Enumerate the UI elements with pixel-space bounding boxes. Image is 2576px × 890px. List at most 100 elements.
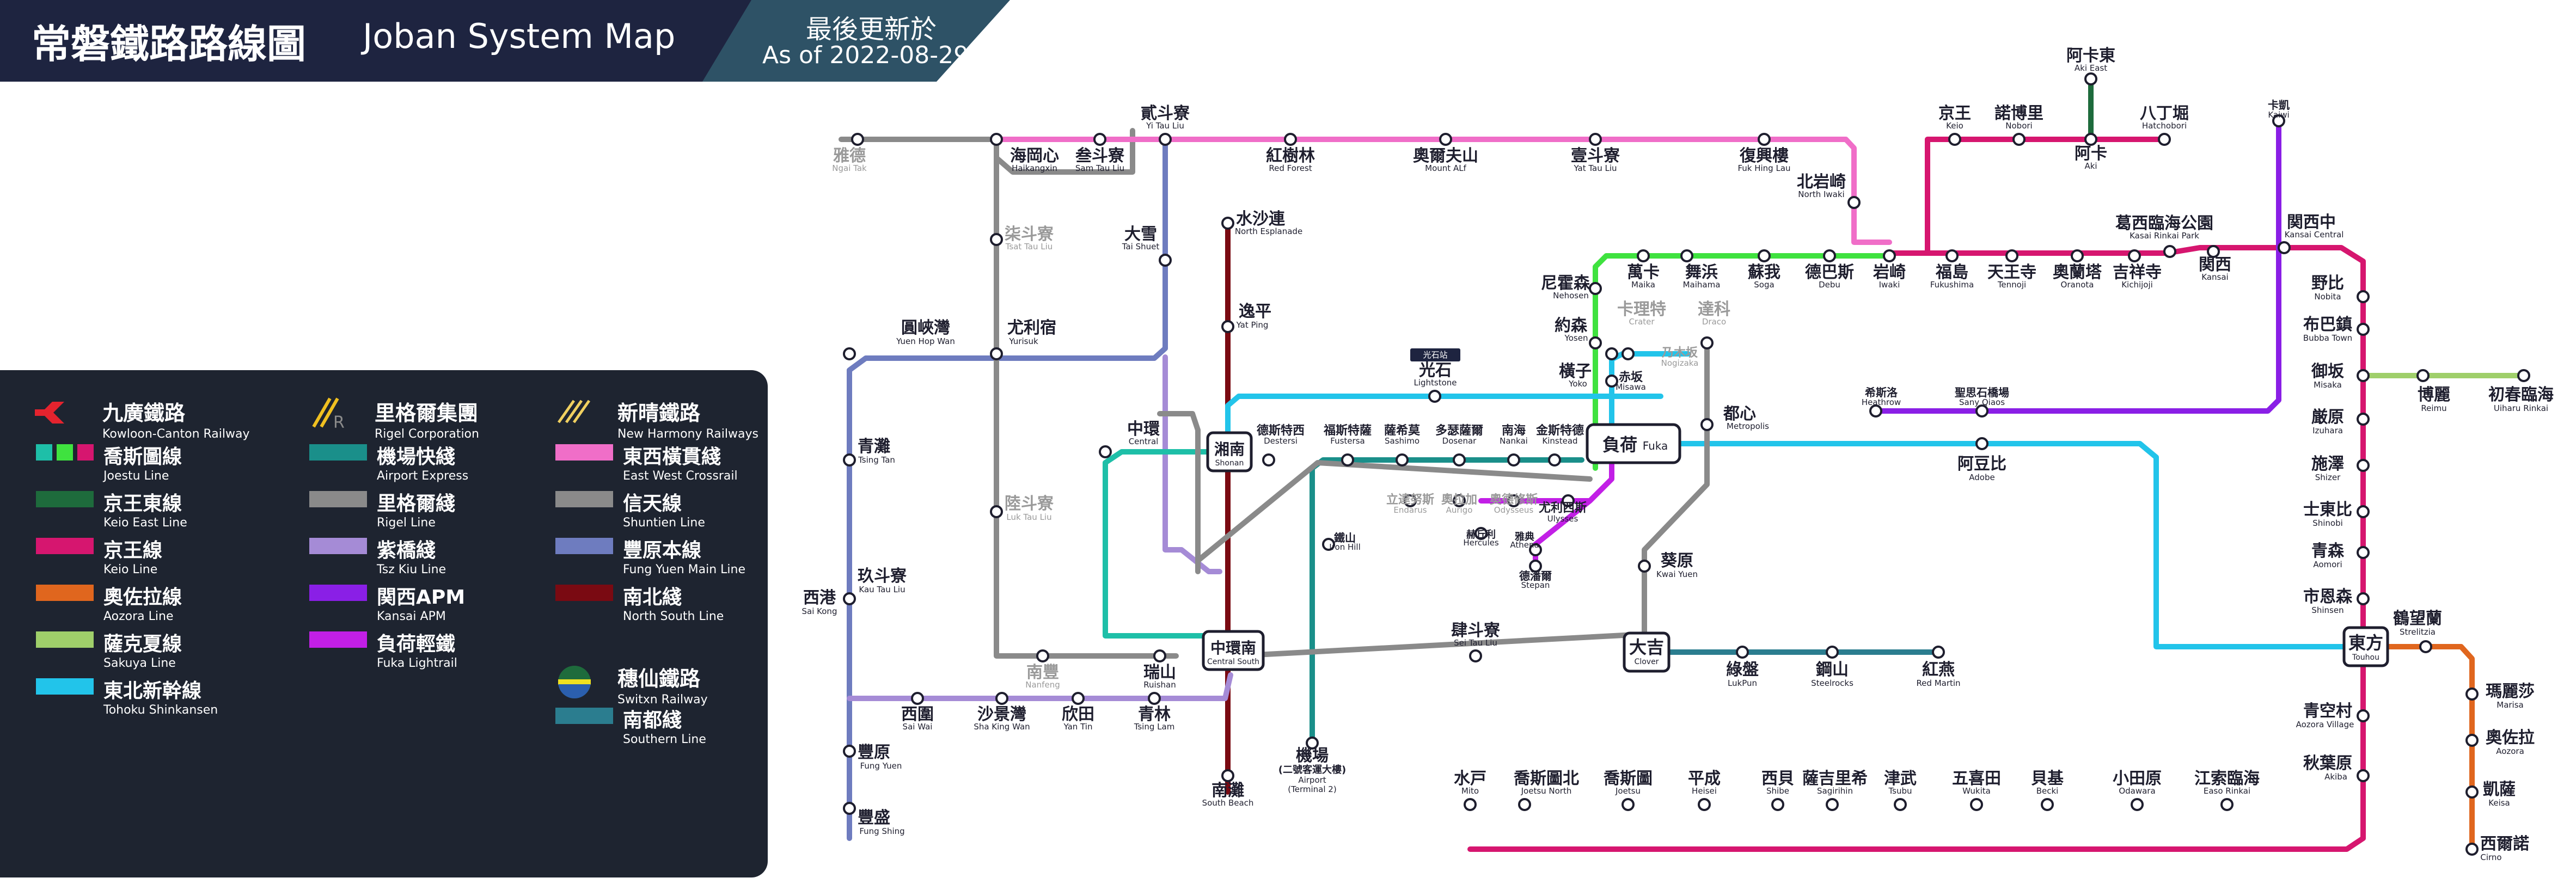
station-yurisuk-en: Yurisuk bbox=[1008, 336, 1038, 346]
station-joetsu-en: Joetsu bbox=[1615, 786, 1641, 796]
legend-airport-en: Airport Express bbox=[377, 469, 469, 483]
station-fung-shing: 豐盛 bbox=[858, 808, 890, 827]
operator-rigel: 里格爾集團 Rigel Corporation bbox=[375, 396, 479, 441]
station-shizer: 施澤 bbox=[2311, 455, 2344, 474]
station-tsing-lam: 青林 bbox=[1138, 705, 1171, 724]
station-yoko-en: Yoko bbox=[1568, 379, 1587, 389]
station-crater-en: Crater bbox=[1629, 317, 1655, 327]
legend-kansai-apm-zh: 関西APM bbox=[377, 586, 466, 609]
station-kansai-en: Kansai bbox=[2201, 272, 2228, 282]
station-marisa-en: Marisa bbox=[2497, 700, 2523, 710]
station-strelitzia: 鶴望蘭 bbox=[2393, 609, 2442, 628]
legend-north-south-en: North South Line bbox=[623, 610, 724, 623]
station-luk-tau-liu: 陸斗寮 bbox=[1005, 494, 1054, 513]
station-aki-en: Aki bbox=[2084, 161, 2097, 171]
legend-aozora-swatch bbox=[36, 585, 94, 601]
station-tennoji-en: Tennoji bbox=[1997, 280, 2026, 290]
station-keisa-en: Keisa bbox=[2488, 798, 2510, 808]
station-kwai-yuen-en: Kwai Yuen bbox=[1656, 569, 1698, 579]
station-sai-kong: 西港 bbox=[803, 588, 836, 607]
legend-rigel-zh: 里格爾綫 bbox=[377, 493, 456, 515]
station-fukushima: 福島 bbox=[1935, 263, 1968, 282]
station-nehosen: 尼霍森 bbox=[1541, 274, 1590, 293]
station-joetsu-north: 喬斯圖北 bbox=[1514, 769, 1579, 788]
station-fuk-hing-lau-en: Fuk Hing Lau bbox=[1737, 163, 1790, 173]
station-yosen-en: Yosen bbox=[1564, 333, 1588, 343]
station-heathrow: 希斯洛 bbox=[1865, 386, 1898, 399]
line-south-loop bbox=[847, 672, 1233, 701]
station-easo-rinkai-en: Easo Rinkai bbox=[2204, 786, 2250, 796]
station-haikangxin-en: Haikangxin bbox=[1012, 163, 1057, 173]
station-shinsen: 市恩森 bbox=[2303, 587, 2353, 606]
station-uiharu-en: Uiharu Rinkai bbox=[2494, 403, 2548, 413]
station-endarus-en: Endarus bbox=[1393, 505, 1427, 515]
station-touhou-en: Touhou bbox=[2352, 653, 2379, 662]
station-steelrocks: 鋼山 bbox=[1816, 660, 1849, 679]
legend-aozora-text: 奧佐拉線 Aozora Line bbox=[103, 581, 182, 623]
station-nankai-en: Nankai bbox=[1500, 436, 1528, 446]
station-shizer-en: Shizer bbox=[2315, 472, 2341, 482]
legend-rigel-en: Rigel Line bbox=[377, 516, 436, 530]
station-tsubu-en: Tsubu bbox=[1888, 786, 1912, 796]
operator-switxn-en: Switxn Railway bbox=[617, 693, 708, 707]
station-kansai: 関西 bbox=[2199, 255, 2231, 274]
line-fung-yuen-main bbox=[847, 137, 1168, 841]
station-sai-kong-en: Sai Kong bbox=[802, 606, 837, 616]
station-aozora: 奧佐拉 bbox=[2486, 728, 2535, 747]
station-nobita: 野比 bbox=[2311, 274, 2344, 293]
legend-southern-text: 南都綫 Southern Line bbox=[623, 704, 706, 746]
station-metropolis-en: Metropolis bbox=[1727, 421, 1769, 431]
station-misaka: 御坂 bbox=[2311, 362, 2344, 381]
station-hercules: 赫丘利 bbox=[1466, 529, 1496, 541]
station-joetsu-north-en: Joetsu North bbox=[1521, 786, 1572, 796]
station-ngai-tak-en: Ngai Tak bbox=[832, 163, 867, 173]
legend-fung-yuen-text: 豐原本線 Fung Yuen Main Line bbox=[623, 535, 745, 576]
station-sha-king-wan-en: Sha King Wan bbox=[974, 722, 1030, 732]
station-odawara-en: Odawara bbox=[2119, 786, 2155, 796]
station-draco: 達科 bbox=[1698, 300, 1730, 319]
legend-joestu-swatch-b bbox=[57, 444, 73, 461]
station-lightstone: 光石 bbox=[1419, 361, 1452, 380]
station-airport: 機場 bbox=[1296, 746, 1329, 765]
operator-nhr-zh: 新晴鐵路 bbox=[617, 401, 701, 425]
station-wukita-en: Wukita bbox=[1962, 786, 1991, 796]
station-sha-king-wan: 沙景灣 bbox=[977, 705, 1026, 724]
legend-fuka-swatch bbox=[309, 631, 367, 648]
station-tsing-tan-en: Tsing Tan bbox=[858, 455, 895, 465]
legend-crossrail-en: East West Crossrail bbox=[623, 469, 738, 483]
legend-fung-yuen-swatch bbox=[555, 538, 613, 554]
station-fuka: 負荷 bbox=[1602, 434, 1637, 455]
station-odysseus-en: Odysseus bbox=[1494, 505, 1534, 515]
station-dosenar: 多瑟薩爾 bbox=[1435, 423, 1483, 438]
station-bubba-town: 布巴鎮 bbox=[2303, 315, 2352, 334]
interchange-shonan bbox=[1206, 431, 1253, 472]
station-nankai: 南海 bbox=[1502, 423, 1526, 438]
station-central: 中環 bbox=[1127, 420, 1160, 439]
station-sam-tau-liu: 叁斗寮 bbox=[1075, 146, 1125, 165]
legend-keio-east-swatch bbox=[36, 491, 94, 507]
station-destersi-en: Destersi bbox=[1264, 436, 1298, 446]
station-kichijoji: 吉祥寺 bbox=[2113, 263, 2162, 282]
operator-switxn: 穗仙鐵路 Switxn Railway bbox=[617, 662, 708, 707]
station-endarus: 立達努斯 bbox=[1386, 493, 1434, 507]
line-keio-b bbox=[1467, 245, 2366, 852]
legend-joestu-text: 喬斯圖線 Joestu Line bbox=[103, 441, 182, 483]
station-yat-ping-en: Yat Ping bbox=[1236, 320, 1269, 330]
station-sai-wai-en: Sai Wai bbox=[903, 722, 933, 732]
station-kau-tau-liu-en: Kau Tau Liu bbox=[859, 585, 905, 594]
station-maika-en: Maika bbox=[1631, 280, 1655, 290]
station-nanfeng: 南豐 bbox=[1026, 663, 1059, 682]
station-strelitzia-en: Strelitzia bbox=[2400, 627, 2436, 637]
line-crossrail bbox=[994, 137, 1892, 245]
station-fukushima-en: Fukushima bbox=[1930, 280, 1974, 290]
legend-tohoku-en: Tohoku Shinkansen bbox=[103, 703, 218, 717]
line-shuntien bbox=[839, 137, 1179, 659]
station-yuen-hop-wan: 圓峽灣 bbox=[901, 318, 950, 337]
legend-keio-east-text: 京王東線 Keio East Line bbox=[103, 488, 187, 530]
legend-tsz-kiu-text: 紫橋綫 Tsz Kiu Line bbox=[377, 535, 446, 576]
station-labels: 雅德 Ngai Tak 海岡心 Haikangxin 叁斗寮 Sam Tau L… bbox=[802, 46, 2554, 862]
station-tsing-tan: 青灘 bbox=[858, 437, 890, 456]
station-tsat-tau-liu-en: Tsat Tau Liu bbox=[1005, 242, 1053, 251]
station-tennoji: 天王寺 bbox=[1987, 263, 2036, 282]
operator-kcr-en: Kowloon-Canton Railway bbox=[102, 427, 250, 441]
